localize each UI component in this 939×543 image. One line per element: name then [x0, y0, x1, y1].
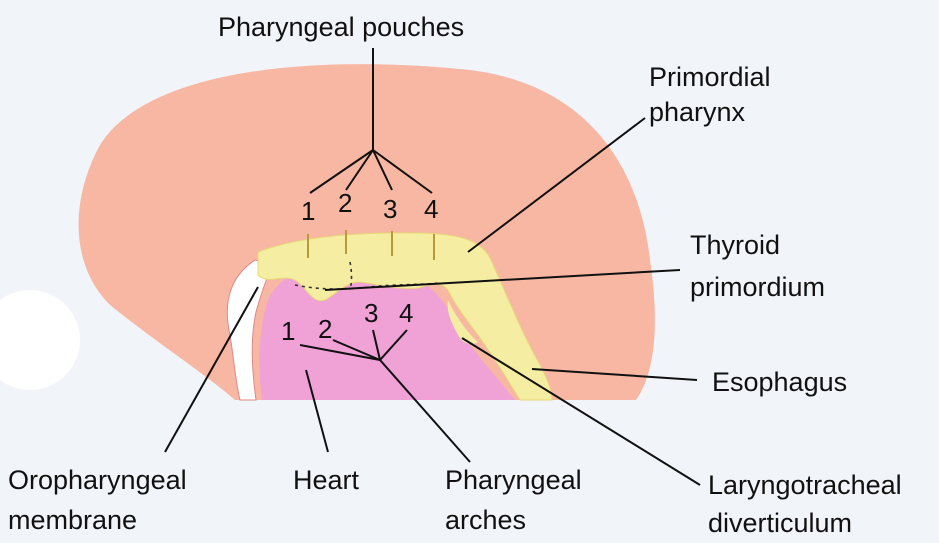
label-pharynx: pharynx [649, 97, 745, 127]
label-primordium: primordium [690, 272, 825, 302]
label-diverticulum: diverticulum [708, 508, 852, 538]
label-thyroid: Thyroid [690, 230, 780, 260]
arch-number-4: 4 [399, 300, 413, 326]
arch-number-3: 3 [364, 300, 378, 326]
label-arches: arches [445, 505, 526, 535]
arch-number-2: 2 [318, 316, 332, 342]
label-esophagus: Esophagus [712, 367, 847, 397]
pouch-number-4: 4 [424, 196, 438, 222]
label-pharyngeal-pouches: Pharyngeal pouches [218, 12, 464, 42]
label-primordial: Primordial [649, 62, 771, 92]
label-heart: Heart [293, 465, 359, 495]
arch-number-1: 1 [281, 318, 295, 344]
background-blob [0, 290, 80, 390]
pouch-number-2: 2 [338, 190, 352, 216]
pouch-number-3: 3 [383, 196, 397, 222]
label-laryngotracheal: Laryngotracheal [708, 470, 902, 500]
label-oropharyngeal: Oropharyngeal [8, 465, 187, 495]
label-membrane: membrane [8, 505, 137, 535]
label-pharyngeal: Pharyngeal [445, 465, 582, 495]
pouch-number-1: 1 [301, 198, 315, 224]
